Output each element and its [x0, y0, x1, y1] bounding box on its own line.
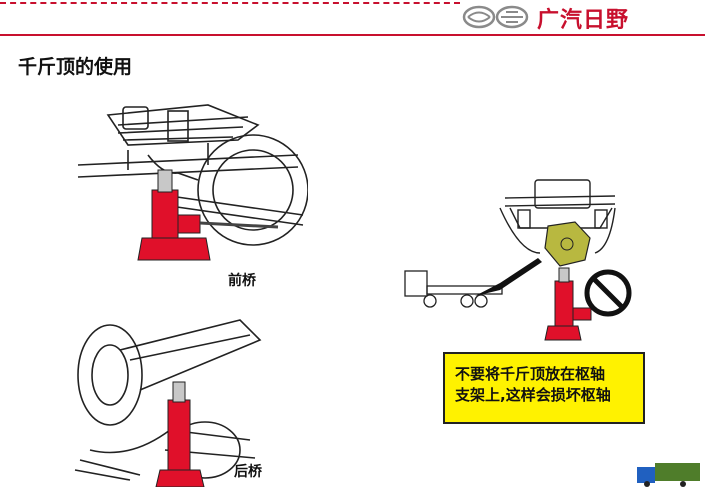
front-axle-jack-illustration: [77, 104, 308, 261]
rear-axle-label: 后桥: [234, 464, 262, 480]
header-bar: 广汽日野: [0, 0, 705, 34]
corner-truck-icon: [637, 463, 700, 487]
header-divider: [0, 34, 705, 36]
prohibited-icon: [584, 269, 632, 317]
warning-line-2: 支架上,这样会损坏枢轴: [455, 386, 611, 404]
warning-note-box: 不要将千斤顶放在枢轴 支架上,这样会损坏枢轴: [443, 352, 645, 424]
brand-name: 广汽日野: [537, 8, 630, 33]
rear-axle-jack-illustration: [74, 319, 262, 487]
header-dashed-line: [0, 2, 460, 4]
front-axle-label: 前桥: [228, 273, 256, 289]
page-title: 千斤顶的使用: [18, 56, 133, 78]
warning-line-1: 不要将千斤顶放在枢轴: [455, 365, 606, 383]
hino-logo-icon: [462, 5, 529, 29]
brand-logo-group: 广汽日野: [462, 2, 702, 33]
pivot-bracket-illustration: [404, 179, 632, 341]
